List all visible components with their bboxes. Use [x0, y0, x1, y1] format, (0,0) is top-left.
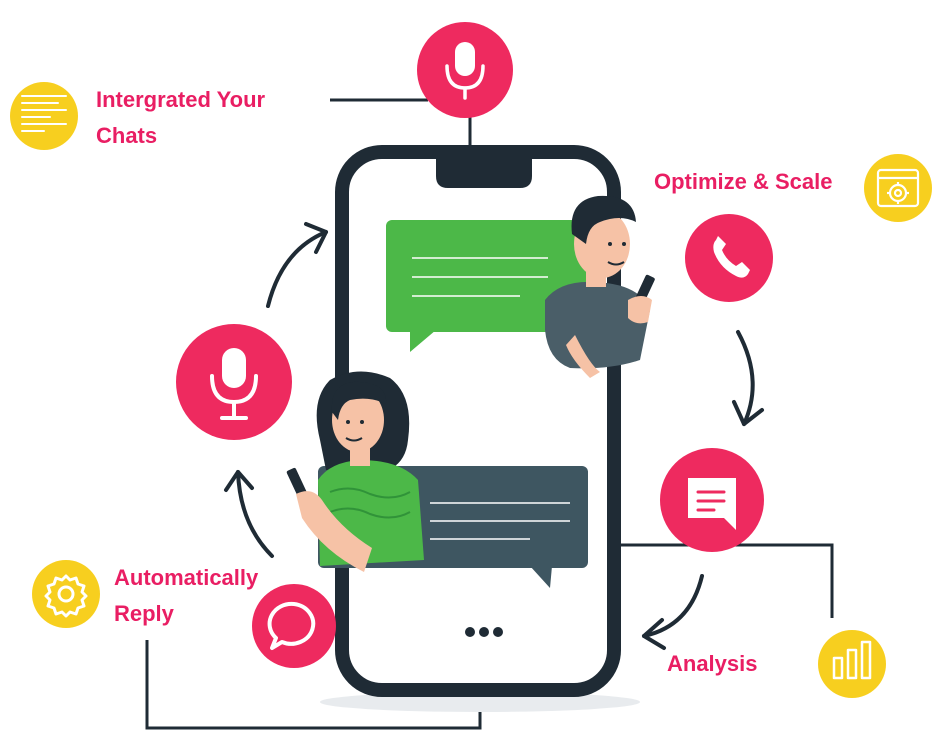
message-circle [660, 448, 764, 552]
gear-icon [44, 574, 88, 618]
top-microphone-circle [417, 22, 513, 118]
label-automatically-reply: Automatically Reply [114, 560, 258, 632]
chat-bubble-green [386, 220, 586, 352]
bar-chart-icon [832, 640, 872, 680]
phone-icon [713, 236, 750, 278]
label-auto-line1: Automatically [114, 565, 259, 590]
woman-character [286, 371, 424, 572]
badge-integrated [10, 82, 78, 150]
chat-bubble-icon [267, 601, 316, 650]
chat-circle [252, 584, 336, 668]
dot-3 [493, 627, 503, 637]
man-character [545, 195, 655, 378]
phone-circle [685, 214, 773, 302]
dot-2 [479, 627, 489, 637]
browser-gear-icon [876, 168, 920, 208]
dot-1 [465, 627, 475, 637]
label-integrated-line2: Chats [96, 123, 158, 148]
left-microphone-circle [176, 324, 292, 440]
microphone-icon [445, 42, 485, 100]
message-icon [688, 478, 736, 530]
microphone-icon [210, 348, 258, 420]
phone-notch [436, 152, 532, 188]
badge-auto-reply [32, 560, 100, 628]
badge-analysis [818, 630, 886, 698]
label-analysis: Analysis [667, 651, 758, 676]
arrow-down-left [642, 574, 704, 638]
label-optimize-scale: Optimize & Scale [654, 169, 833, 194]
label-auto-line2: Reply [114, 601, 174, 626]
arrow-down-right [736, 330, 755, 426]
arrow-up-right [266, 230, 328, 308]
label-integrated-chats: Intergrated Your Chats [96, 82, 265, 154]
arrow-up-left [236, 470, 274, 558]
badge-optimize [864, 154, 932, 222]
cycle-arrows [224, 222, 764, 650]
text-lines-icon [21, 95, 67, 132]
label-integrated-line1: Intergrated Your [96, 87, 266, 112]
